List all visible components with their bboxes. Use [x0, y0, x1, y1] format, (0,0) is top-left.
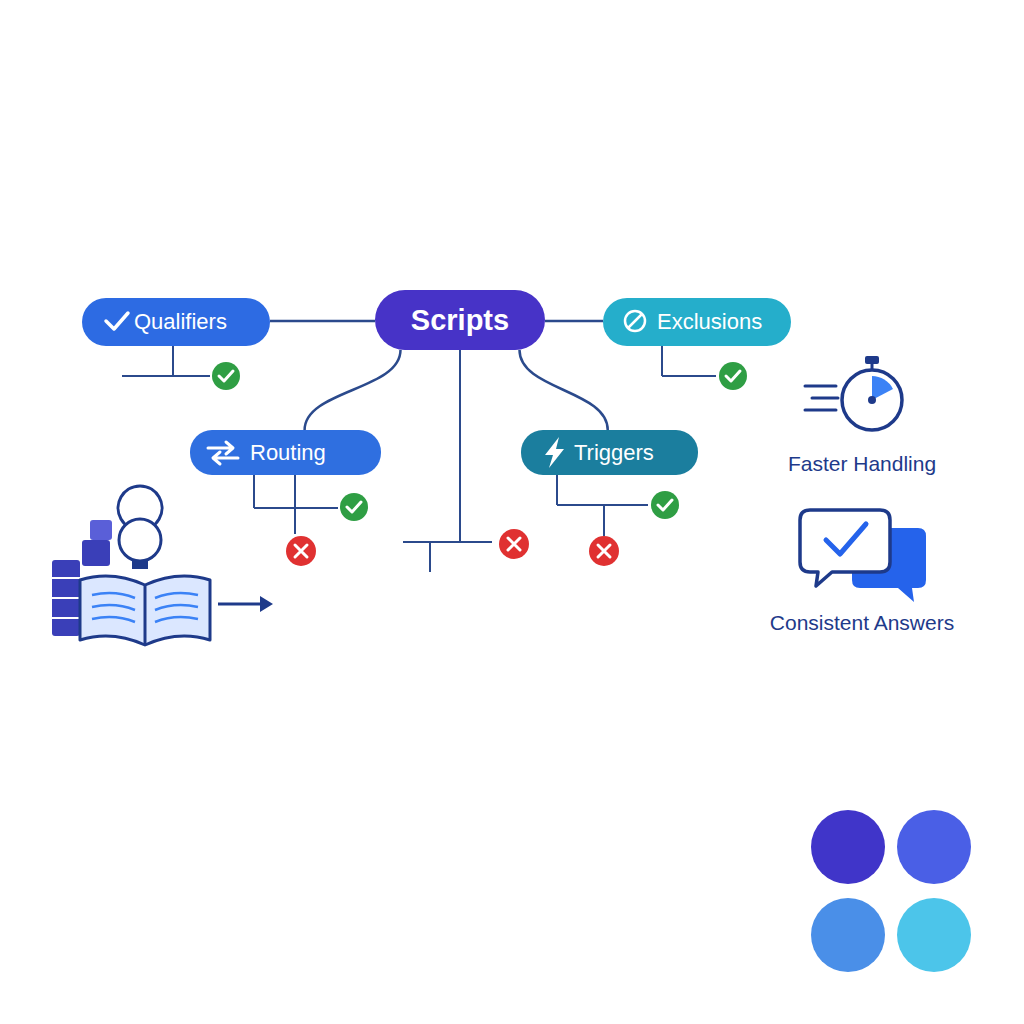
tree-line: [403, 541, 492, 543]
check-mark: [347, 502, 361, 512]
book-lines: [92, 593, 198, 622]
pill-node: Scripts: [375, 290, 545, 350]
file-stack: [82, 540, 110, 566]
routing-arrow-icon: [208, 442, 233, 454]
check-badge: [340, 493, 368, 521]
color-dot: [811, 810, 885, 884]
pointer-arrow-head: [260, 596, 273, 612]
color-dot: [897, 810, 971, 884]
tree-line: [459, 350, 461, 542]
stopwatch-stem: [871, 364, 874, 370]
file-stack-line: [52, 577, 80, 579]
pointer-arrow: [218, 603, 262, 606]
lightning-icon: [545, 437, 564, 468]
stopwatch-hub: [868, 396, 876, 404]
chat-bubble: [800, 510, 890, 586]
color-dot: [897, 898, 971, 972]
node-text: Routing: [250, 440, 326, 466]
tree-line: [603, 505, 605, 536]
benefit-label: Faster Handling: [742, 452, 982, 476]
connector-line: [520, 350, 608, 430]
book-spine: [144, 585, 147, 645]
check-badge: [212, 362, 240, 390]
tree-line: [429, 542, 431, 572]
check-mark: [726, 371, 740, 381]
node-text: Qualifiers: [134, 309, 227, 335]
connector-line: [270, 320, 375, 323]
connector-line: [305, 350, 401, 430]
check-badge: [719, 362, 747, 390]
pill-node: Triggers: [521, 430, 698, 475]
pill-node: Exclusions: [603, 298, 791, 346]
lightbulb: [119, 519, 161, 561]
tree-line: [172, 346, 174, 376]
cross-badge: [589, 536, 619, 566]
file-stack: [90, 520, 112, 540]
cross-mark: [295, 545, 307, 557]
color-dot: [811, 898, 885, 972]
tree-line: [122, 375, 210, 377]
open-book: [80, 576, 210, 645]
check-badge: [651, 491, 679, 519]
pill-node: Qualifiers: [82, 298, 270, 346]
node-text: Triggers: [574, 440, 654, 466]
file-stack-line: [52, 617, 80, 619]
block-icon: [625, 311, 645, 331]
stopwatch-face: [842, 370, 902, 430]
speed-lines: [805, 386, 838, 410]
node-text: Exclusions: [657, 309, 762, 335]
file-stack-line: [52, 597, 80, 599]
tree-line: [557, 504, 648, 506]
check-icon: [106, 313, 128, 329]
file-stack: [52, 560, 80, 636]
stopwatch-button: [865, 356, 879, 364]
stopwatch-wedge: [872, 376, 893, 400]
tree-line: [556, 475, 558, 505]
block-icon-slash: [628, 314, 642, 328]
tree-line: [662, 375, 716, 377]
node-text: Scripts: [411, 304, 509, 337]
tree-line: [253, 475, 255, 508]
connector-line: [545, 320, 603, 323]
routing-arrow-icon: [213, 452, 238, 464]
benefit-label: Consistent Answers: [742, 611, 982, 635]
chat-bubble: [852, 528, 926, 602]
lightbulb-base: [132, 561, 148, 569]
check-mark: [658, 500, 672, 510]
tree-line: [254, 507, 338, 509]
tree-line: [294, 475, 296, 534]
tree-line: [661, 346, 663, 376]
check-mark: [219, 371, 233, 381]
cross-mark: [508, 538, 520, 550]
chat-check: [826, 524, 866, 554]
lightbulb: [118, 486, 162, 530]
pill-node: Routing: [190, 430, 381, 475]
cross-mark: [598, 545, 610, 557]
cross-badge: [499, 529, 529, 559]
cross-badge: [286, 536, 316, 566]
